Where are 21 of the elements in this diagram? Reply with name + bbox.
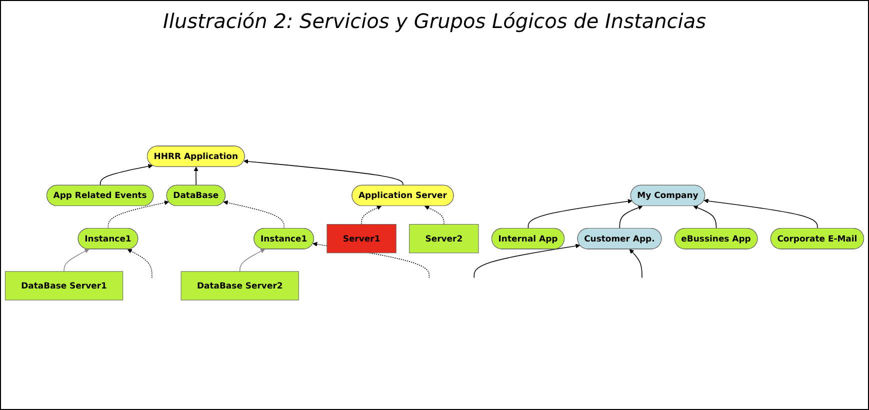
arrow xyxy=(223,200,284,229)
node-box: DataBase Server2 xyxy=(180,271,299,300)
arrow xyxy=(108,200,170,229)
arrow xyxy=(629,249,642,278)
diagram-title: Ilustración 2: Servicios y Grupos Lógicos de Instancias xyxy=(163,9,706,33)
arrow xyxy=(100,164,153,186)
node-box: Server1 xyxy=(326,224,396,254)
arrow xyxy=(474,244,580,278)
arrow xyxy=(194,166,198,186)
arrow xyxy=(239,249,266,272)
arrow xyxy=(64,249,90,272)
node-box: DataBase Server1 xyxy=(4,271,124,300)
arrow xyxy=(244,159,404,186)
arrow xyxy=(704,198,818,229)
arrow xyxy=(127,249,152,278)
node-box: Server2 xyxy=(409,224,479,254)
arrow xyxy=(528,199,632,229)
arrow xyxy=(361,206,382,225)
arrow xyxy=(619,205,643,229)
arrow xyxy=(693,205,717,229)
arrow xyxy=(424,206,444,225)
